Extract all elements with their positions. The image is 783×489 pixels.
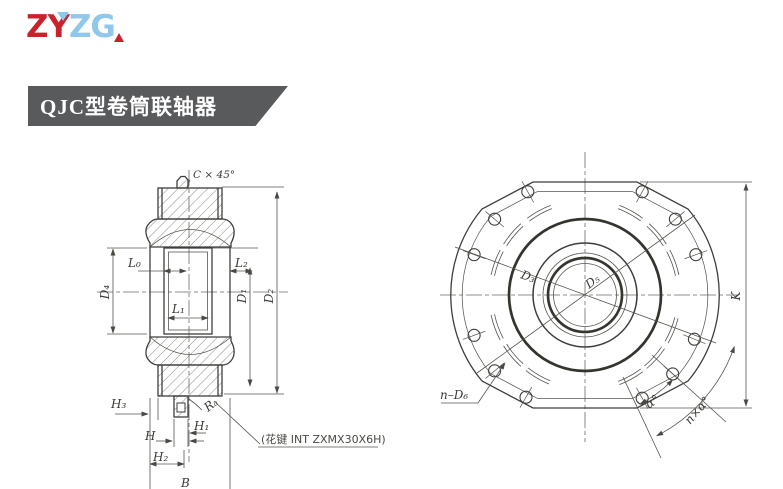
outer-profile: [450, 181, 720, 409]
page-title: QJC型卷筒联轴器: [40, 95, 217, 119]
groove-arc: [525, 370, 550, 385]
groove-arc: [619, 371, 644, 385]
groove-arc: [490, 249, 501, 276]
spline-bore-inner: [168, 251, 208, 331]
bolt-hole-centerline-tick: [462, 330, 486, 340]
bolt-hole: [521, 185, 535, 199]
bolt-hole: [467, 328, 481, 342]
bolt-hole: [687, 332, 701, 346]
bolt-hole: [488, 364, 502, 378]
bolt-hole-centerline-tick: [684, 250, 708, 260]
bolt-hole-centerline-tick: [636, 181, 649, 203]
groove-arc: [666, 251, 676, 276]
groove-arc: [494, 314, 504, 339]
bolt-hole-centerline-tick: [683, 334, 706, 345]
holes-leader: [477, 362, 506, 404]
bolt-hole: [689, 248, 703, 262]
bottom-flange: [157, 364, 223, 397]
bolt-hole: [488, 212, 502, 226]
front-view: D₃ D₅ K n–D₆ α° n×α°: [440, 152, 752, 459]
spline-note: (花键 INT ZXMX30X6H): [261, 432, 386, 446]
section-view: C × 45° L₀ L₂ L₁ D₄ D₁ D₂ H₃ H H₁ H₂ B R…: [97, 169, 386, 489]
top-flange: [157, 187, 223, 220]
label-angle-total: n×α°: [682, 394, 713, 427]
circle-D3: [507, 217, 663, 373]
lower-outer-ring: [145, 336, 235, 366]
groove-arc: [664, 317, 676, 342]
dim-line-D5: [476, 214, 696, 374]
groove-arc: [669, 249, 680, 276]
label-D4: D₄: [98, 285, 112, 301]
groove-arc: [529, 208, 553, 222]
lower-sphere-arc: [149, 336, 232, 355]
stem-notch: [176, 402, 186, 413]
groove-arc: [646, 226, 664, 247]
label-L2: L₂: [234, 256, 248, 270]
label-D3: D₃: [518, 267, 537, 285]
angle-radial-1: [622, 376, 662, 459]
label-D1: D₁: [235, 289, 249, 304]
label-L1: L₁: [171, 302, 185, 316]
bolt-hole: [668, 212, 682, 226]
groove-arc: [619, 205, 644, 219]
bolt-hole: [467, 248, 481, 262]
bolt-hole-centerline-tick: [665, 211, 685, 228]
bolt-hole-ring: [462, 181, 708, 409]
ra-leader: [188, 398, 203, 411]
label-D2: D₂: [262, 289, 276, 305]
groove-arc: [503, 223, 522, 245]
note-leader: [213, 400, 261, 445]
circle-bore: [546, 256, 624, 334]
logo-triangle-up-icon: [114, 33, 124, 42]
top-rim: [176, 175, 189, 189]
groove-arc: [667, 318, 679, 344]
bolt-hole-centerline-tick: [462, 250, 486, 260]
inner-rim-profile: [461, 191, 709, 399]
circle-bore-inner: [553, 263, 617, 327]
spline-bore: [163, 247, 213, 335]
groove-arc: [526, 205, 551, 219]
circle-bore-outer: [542, 252, 628, 338]
bolt-hole-centerline-tick: [485, 211, 505, 228]
circle-mid: [532, 242, 638, 348]
logo-triangle-down-icon: [57, 12, 69, 21]
section-title-banner: QJC型卷筒联轴器: [28, 86, 288, 126]
label-angle-single: α°: [643, 392, 663, 412]
groove-arc: [494, 251, 504, 276]
chamfer-leader: [186, 179, 191, 189]
dim-line-D3: [454, 246, 717, 344]
label-L0: L₀: [127, 256, 141, 270]
label-H3: H₃: [110, 397, 126, 411]
label-H: H: [144, 429, 156, 443]
groove-arc: [617, 208, 641, 222]
groove-arc: [506, 343, 524, 364]
label-H2: H₂: [152, 450, 168, 464]
bolt-hole: [635, 185, 649, 199]
bolt-hole: [519, 390, 533, 404]
company-logo: ZYZG: [26, 10, 166, 50]
groove-arc: [527, 367, 551, 382]
groove-arc: [506, 226, 524, 247]
label-B: B: [180, 476, 190, 489]
groove-arc: [617, 368, 641, 382]
groove-arc: [490, 314, 501, 341]
logo-text-blue: ZG: [68, 9, 116, 45]
label-K: K: [729, 290, 743, 301]
bolt-hole-centerline-tick: [519, 386, 533, 408]
label-holes: n–D₆: [440, 388, 468, 402]
label-chamfer: C × 45°: [193, 169, 235, 181]
angle-arc-total: [656, 345, 735, 437]
groove-arc: [503, 345, 522, 367]
label-Ra: Rₐ: [200, 395, 220, 415]
upper-outer-ring: [145, 218, 235, 248]
groove-arc: [648, 223, 667, 245]
upper-sphere-arc: [149, 229, 232, 248]
label-H1: H₁: [193, 419, 209, 433]
bolt-hole-centerline-tick: [521, 181, 534, 203]
